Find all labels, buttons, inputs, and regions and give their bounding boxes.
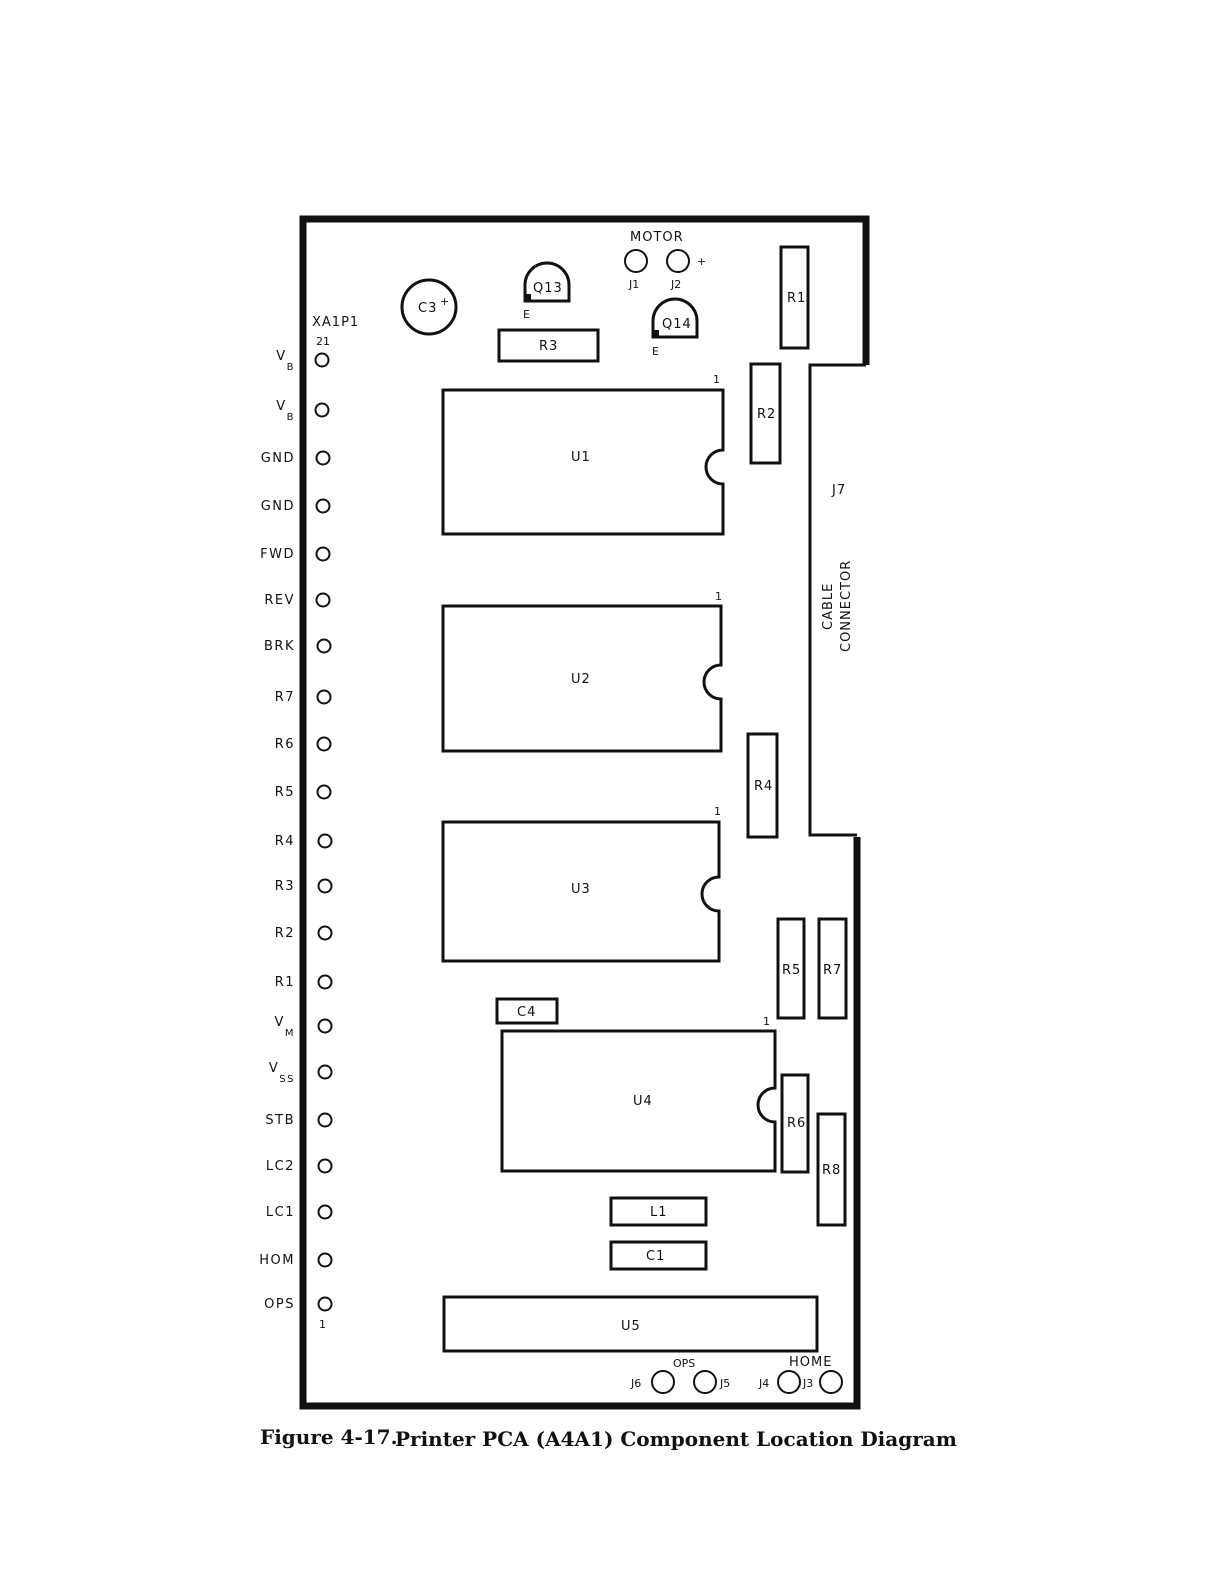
u3-label: U3 xyxy=(571,882,591,897)
q14-emitter-label: E xyxy=(652,345,659,358)
pin-pad-8 xyxy=(319,976,332,989)
q13-label: Q13 xyxy=(533,281,563,296)
r3-label: R3 xyxy=(539,339,558,354)
pin-pad-2 xyxy=(319,1254,332,1267)
connector-pin-1: 1 xyxy=(319,1318,326,1331)
u4-pin1-marker: 1 xyxy=(763,1015,770,1028)
pin-pad-10 xyxy=(319,880,332,893)
pin-label-7: VM xyxy=(274,1015,295,1039)
motor-j1-label: J1 xyxy=(628,278,639,291)
pin-label-16: REV xyxy=(264,593,295,608)
motor-j2-label: J2 xyxy=(670,278,681,291)
r5-label: R5 xyxy=(782,963,801,978)
r7-label: R7 xyxy=(823,963,842,978)
motor-j1-pad xyxy=(625,250,647,272)
pin-label-4: LC2 xyxy=(266,1159,295,1174)
j5-label: J5 xyxy=(719,1377,730,1390)
pin-pad-6 xyxy=(319,1066,332,1079)
q14-label: Q14 xyxy=(662,317,692,332)
pin-pad-18 xyxy=(317,500,330,513)
u1-pin1-marker: 1 xyxy=(713,373,720,386)
figure-number: Figure 4-17. xyxy=(260,1425,398,1449)
pin-label-20: VB xyxy=(276,399,295,423)
pin-label-19: GND xyxy=(261,451,295,466)
r4-label: R4 xyxy=(754,779,773,794)
motor-label: MOTOR xyxy=(630,230,684,245)
pin-label-14: R7 xyxy=(275,690,295,705)
pin-pad-15 xyxy=(318,640,331,653)
figure-title: Printer PCA (A4A1) Component Location Di… xyxy=(395,1427,957,1451)
board-outline xyxy=(303,219,866,1406)
j4-label: J4 xyxy=(758,1377,769,1390)
c4-label: C4 xyxy=(517,1005,536,1020)
pin-pad-19 xyxy=(317,452,330,465)
pin-pad-5 xyxy=(319,1114,332,1127)
r6-label: R6 xyxy=(787,1116,806,1131)
j3-label: J3 xyxy=(802,1377,813,1390)
pin-pad-3 xyxy=(319,1206,332,1219)
q14-emitter-marker xyxy=(653,330,659,337)
cable-label-line2: CONNECTOR xyxy=(839,560,854,652)
pin-pad-17 xyxy=(317,548,330,561)
cable-label-line1: CABLE xyxy=(821,583,836,630)
u2-pin1-marker: 1 xyxy=(715,590,722,603)
pin-label-1: OPS xyxy=(264,1297,295,1312)
pin-pad-21 xyxy=(316,354,329,367)
pin-pad-16 xyxy=(317,594,330,607)
pin-pad-20 xyxy=(316,404,329,417)
j7-cable-connector xyxy=(810,365,866,835)
pin-label-9: R2 xyxy=(275,926,295,941)
c3-plus-sign: + xyxy=(440,295,449,308)
u5-label: U5 xyxy=(621,1319,641,1334)
u2-label: U2 xyxy=(571,672,591,687)
connector-label: XA1P1 xyxy=(312,315,359,330)
pin-pad-7 xyxy=(319,1020,332,1033)
pin-label-13: R6 xyxy=(275,737,295,752)
connector-pin-21: 21 xyxy=(316,335,330,348)
pin-label-11: R4 xyxy=(275,834,295,849)
pin-pad-14 xyxy=(318,691,331,704)
pin-label-3: LC1 xyxy=(266,1205,295,1220)
pin-pad-9 xyxy=(319,927,332,940)
motor-j2-pad xyxy=(667,250,689,272)
u1-label: U1 xyxy=(571,450,591,465)
r2-label: R2 xyxy=(757,407,776,422)
pin-label-18: GND xyxy=(261,499,295,514)
c3-label: C3 xyxy=(418,301,437,316)
pin-pad-12 xyxy=(318,786,331,799)
pin-label-21: VB xyxy=(276,349,295,373)
u4-label: U4 xyxy=(633,1094,653,1109)
r8-label: R8 xyxy=(822,1163,841,1178)
pin-pad-4 xyxy=(319,1160,332,1173)
motor-plus-sign: + xyxy=(697,255,706,268)
pin-label-6: VSS xyxy=(269,1061,295,1085)
ops-label: OPS xyxy=(673,1357,695,1370)
pin-label-8: R1 xyxy=(275,975,295,990)
c1-label: C1 xyxy=(646,1249,665,1264)
pin-label-15: BRK xyxy=(264,639,295,654)
r1-label: R1 xyxy=(787,291,806,306)
q13-emitter-marker xyxy=(525,294,531,301)
l1-label: L1 xyxy=(650,1205,668,1220)
pin-label-17: FWD xyxy=(260,547,295,562)
pin-label-10: R3 xyxy=(275,879,295,894)
j7-label: J7 xyxy=(831,483,846,498)
q13-emitter-label: E xyxy=(523,308,530,321)
j6-label: J6 xyxy=(630,1377,641,1390)
pin-label-2: HOM xyxy=(259,1253,295,1268)
pin-pad-11 xyxy=(319,835,332,848)
j6-pad xyxy=(652,1371,674,1393)
home-label: HOME xyxy=(789,1355,832,1370)
j5-pad xyxy=(694,1371,716,1393)
j4-pad xyxy=(778,1371,800,1393)
pin-label-12: R5 xyxy=(275,785,295,800)
pin-pad-1 xyxy=(319,1298,332,1311)
j3-pad xyxy=(820,1371,842,1393)
pin-pad-13 xyxy=(318,738,331,751)
pin-label-5: STB xyxy=(265,1113,295,1128)
u3-pin1-marker: 1 xyxy=(714,805,721,818)
